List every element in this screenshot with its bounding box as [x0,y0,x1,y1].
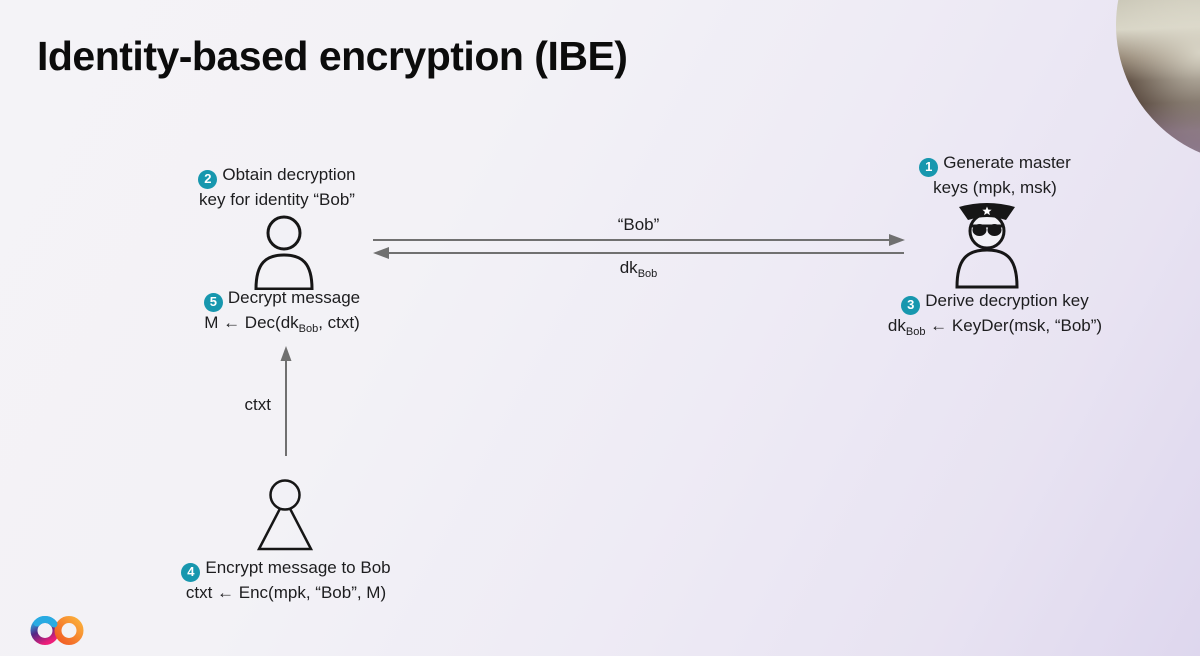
step-1-text-line2: keys (mpk, msk) [933,177,1057,197]
step-5-badge: 5 [203,292,223,312]
decryption-key-message-label: dkBob [619,258,658,280]
step-4-formula: ctxt ← Enc(mpk, “Bob”, M) [185,582,387,602]
ciphertext-arrow [280,346,292,456]
step-3-badge: 3 [901,295,921,315]
page-title: Identity-based encryption (IBE) [37,33,628,79]
step-2-text-line1: Obtain decryption [222,165,356,184]
step-3-text-line1: Derive decryption key [925,291,1089,310]
person-icon [254,215,314,290]
step-2-badge: 2 [198,169,218,189]
message-arrows [373,234,905,259]
infinity-logo [30,615,84,645]
presenter-webcam [1116,0,1200,164]
step-1-badge: 1 [919,157,939,177]
cap-star [982,206,992,216]
step-2-text-line2: key for identity “Bob” [199,189,355,209]
ciphertext-label: ctxt [244,395,271,414]
step-4-badge: 4 [181,562,201,582]
authority-officer-icon [955,203,1019,289]
step-4-text-line1: Encrypt message to Bob [205,558,391,577]
step-3-formula: dkBob ← KeyDer(msk, “Bob”) [887,315,1103,338]
identity-message-label: “Bob” [617,215,660,234]
step-1-text-line1: Generate master [943,153,1071,172]
step-5-text-line1: Decrypt message [227,288,361,307]
step-5-formula: M ← Dec(dkBob, ctxt) [204,312,360,335]
sender-person-icon [256,479,314,551]
